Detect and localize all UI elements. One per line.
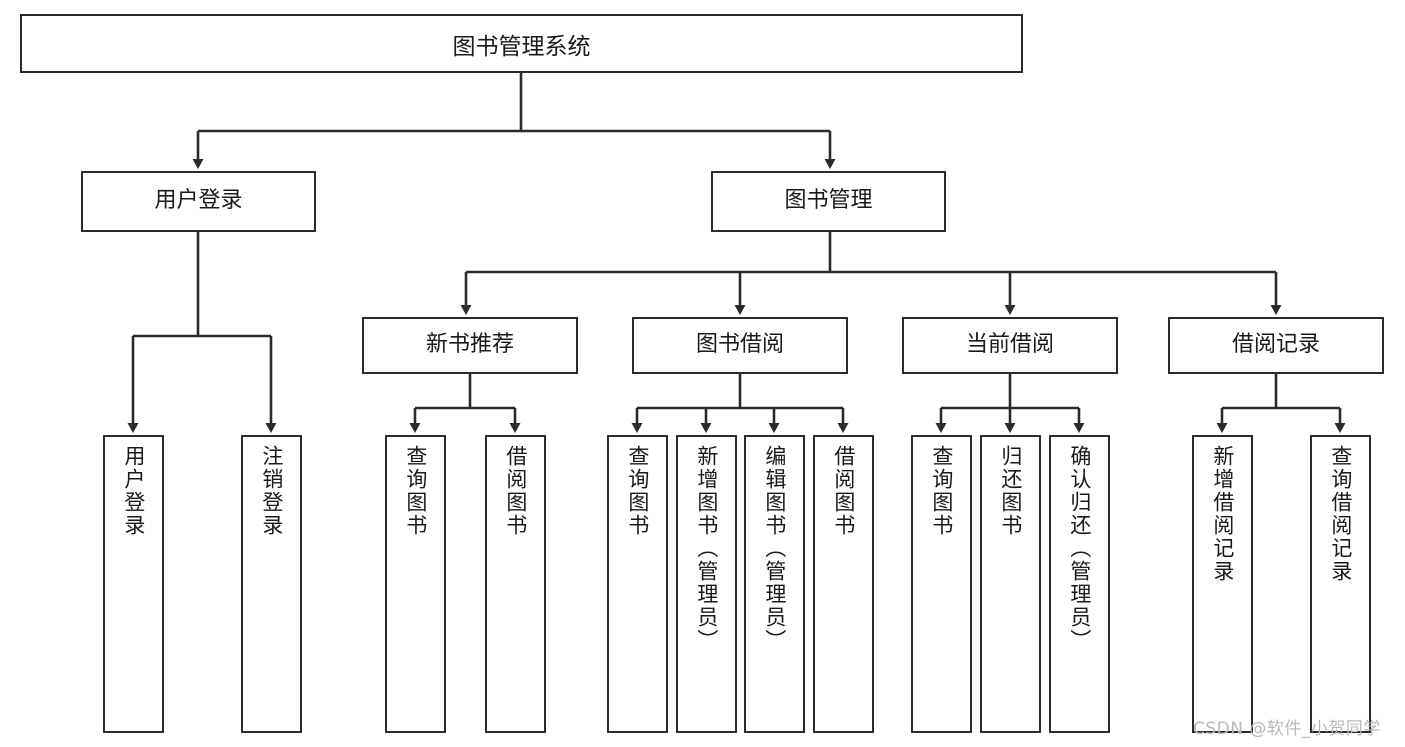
node-leaf-query-book-1[interactable]: 查询图书 [385,435,446,733]
node-label: 注销登录 [259,445,284,537]
node-label: 图书借阅 [695,332,784,358]
node-leaf-confirm-return[interactable]: 确认归还（管理员） [1049,435,1110,733]
node-label: 借阅图书 [831,445,856,537]
node-label: 借阅图书 [503,445,528,537]
node-leaf-logout-login[interactable]: 注销登录 [241,435,302,733]
node-label: 借阅记录 [1231,332,1320,358]
node-label: 新书推荐 [425,332,514,358]
node-leaf-query-book-3[interactable]: 查询图书 [911,435,972,733]
node-label: 用户登录 [121,445,146,537]
node-leaf-user-login[interactable]: 用户登录 [103,435,164,733]
node-leaf-borrow-book-2[interactable]: 借阅图书 [813,435,874,733]
node-borrow-record[interactable]: 借阅记录 [1168,317,1384,374]
node-current-borrow[interactable]: 当前借阅 [902,317,1118,374]
node-leaf-return-book[interactable]: 归还图书 [980,435,1041,733]
node-book-management[interactable]: 图书管理 [711,171,946,232]
node-label: 图书管理 [784,188,873,214]
node-label: 新增图书（管理员） [694,445,719,652]
node-leaf-borrow-book-1[interactable]: 借阅图书 [485,435,546,733]
node-leaf-add-book[interactable]: 新增图书（管理员） [676,435,737,733]
node-leaf-edit-book[interactable]: 编辑图书（管理员） [744,435,805,733]
node-leaf-add-record[interactable]: 新增借阅记录 [1192,435,1253,733]
node-label: 查询图书 [625,445,650,537]
node-label: 查询图书 [929,445,954,537]
node-leaf-query-book-2[interactable]: 查询图书 [607,435,668,733]
node-label: 图书管理系统 [452,33,591,60]
node-label: 新增借阅记录 [1210,445,1235,583]
node-label: 归还图书 [998,445,1023,537]
node-leaf-query-record[interactable]: 查询借阅记录 [1310,435,1371,733]
node-label: 查询图书 [403,445,428,537]
node-user-login[interactable]: 用户登录 [81,171,316,232]
node-new-book-recommend[interactable]: 新书推荐 [362,317,578,374]
node-label: 确认归还（管理员） [1067,445,1092,652]
node-label: 编辑图书（管理员） [762,445,787,652]
node-book-borrow[interactable]: 图书借阅 [632,317,848,374]
watermark: CSDN @软件_小贺同学 [1193,719,1381,739]
node-book-management-system[interactable]: 图书管理系统 [20,14,1023,73]
node-label: 用户登录 [154,188,243,214]
node-label: 当前借阅 [965,332,1054,358]
node-label: 查询借阅记录 [1328,445,1353,583]
